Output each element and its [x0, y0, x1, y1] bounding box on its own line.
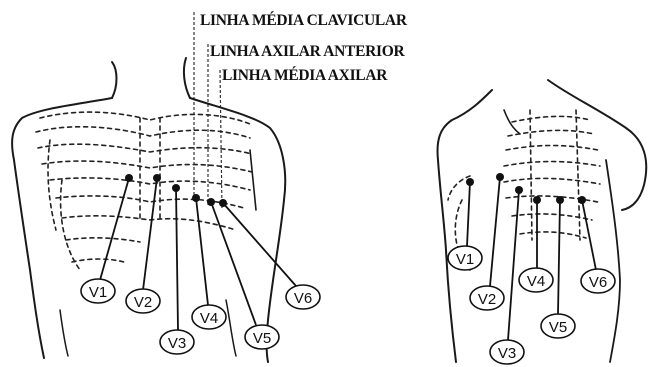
lead-wire-v1 [100, 178, 129, 280]
front-v6-label: V6 [294, 290, 312, 307]
neck-right-outline [184, 58, 190, 98]
side-lead-labels: V1 V2 V3 V4 V5 V6 [448, 246, 615, 364]
side-v4-label: V4 [527, 273, 545, 290]
label-anterior-axillary-line: LINHA AXILAR ANTERIOR [210, 43, 405, 60]
lead-wire-v4 [196, 198, 208, 305]
front-v3-label: V3 [168, 335, 186, 352]
side-v2-label: V2 [478, 291, 496, 308]
torso-left-outline [12, 98, 112, 358]
neck-left-outline [112, 62, 117, 98]
side-v1-label: V1 [456, 251, 474, 268]
front-rib-dotted-lines [36, 112, 252, 270]
lower-contour-left [60, 310, 68, 356]
front-v5-label: V5 [253, 330, 271, 347]
front-v4-label: V4 [200, 310, 218, 327]
side-torso-right-outline [606, 160, 620, 362]
side-torso-left-outline [438, 90, 492, 362]
side-electrodes [466, 173, 586, 204]
label-mid-axillary-line: LINHA MÉDIA AXILAR [222, 67, 388, 84]
reference-guide-lines [194, 12, 222, 210]
mid-axillary-guide [220, 70, 222, 210]
side-lead-wire-v5 [558, 200, 560, 314]
front-v2-label: V2 [134, 294, 152, 311]
lead-wire-v6 [223, 203, 296, 286]
front-lead-labels: V1 V2 V3 V4 V5 V6 [81, 279, 320, 354]
side-torso: V1 V2 V3 V4 V5 V6 [438, 80, 647, 364]
side-lead-wire-v1 [467, 182, 470, 246]
front-torso: V1 V2 V3 V4 V5 V6 [12, 58, 320, 362]
side-lead-wire-v2 [490, 177, 500, 286]
lead-wire-v2 [143, 178, 157, 290]
armpit-line [250, 150, 256, 210]
side-lead-wire-v6 [582, 200, 596, 270]
side-v3-label: V3 [498, 345, 516, 362]
lower-contour-right [226, 300, 236, 356]
side-v6-label: V6 [589, 274, 607, 291]
side-lead-wire-v3 [508, 190, 519, 340]
label-mid-clavicular-line: LINHA MÉDIA CLAVICULAR [200, 12, 408, 29]
side-v5-label: V5 [549, 319, 567, 336]
lead-wire-v3 [176, 188, 178, 330]
front-v1-label: V1 [89, 284, 107, 301]
